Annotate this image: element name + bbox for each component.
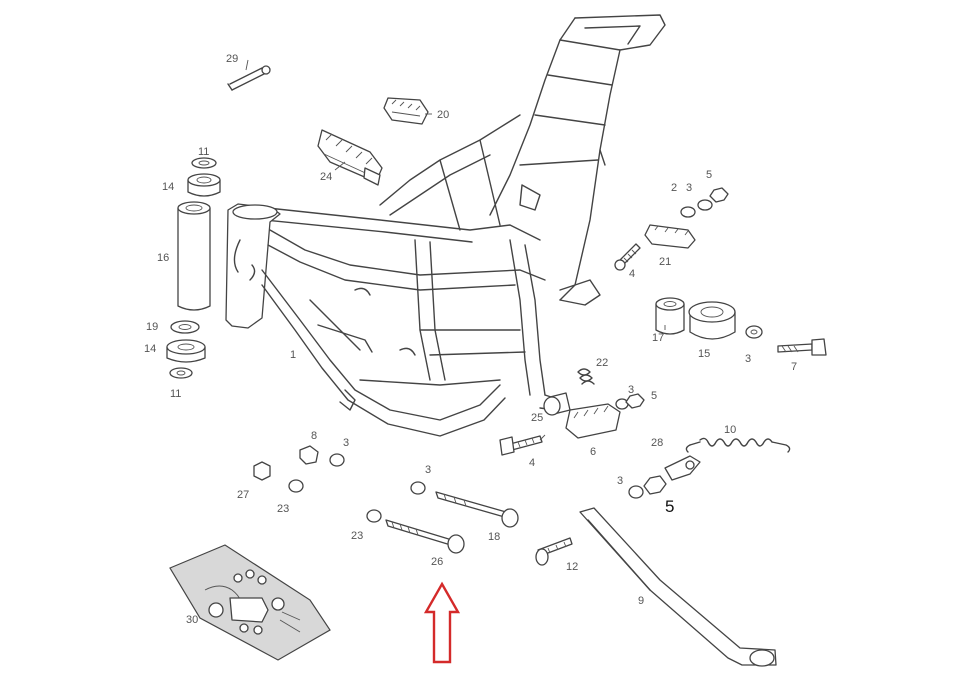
label-part-6: 6 [590,446,596,458]
label-part-5-a: 5 [706,169,712,181]
part-labels: 29 20 24 11 14 16 19 14 11 1 2 3 5 21 4 … [144,53,797,626]
side-stand [579,507,777,667]
label-part-2: 2 [671,182,677,194]
label-part-19: 19 [146,321,158,333]
label-part-26: 26 [431,556,443,568]
label-part-3-e: 3 [343,437,349,449]
label-part-5-c: 5 [665,497,674,516]
label-part-10: 10 [724,424,736,436]
label-part-1: 1 [290,349,296,361]
bolt-kit-inset [169,544,331,661]
label-part-16: 16 [157,252,169,264]
label-part-18: 18 [488,531,500,543]
label-part-23-b: 23 [351,530,363,542]
label-part-7: 7 [791,361,797,373]
label-part-12: 12 [566,561,578,573]
stand-spring [628,437,791,499]
footpeg-upper [383,97,429,125]
label-part-24: 24 [320,171,332,183]
bolts [253,445,573,566]
label-part-14-bottom: 14 [144,343,156,355]
label-part-3-a: 3 [686,182,692,194]
label-part-22: 22 [596,357,608,369]
label-part-30: 30 [186,614,198,626]
right-footpeg-assembly [614,187,729,271]
highlight-arrow-icon [423,581,461,664]
label-part-5-b: 5 [651,390,657,402]
center-peg-assembly [499,368,645,456]
label-part-11-top: 11 [198,146,209,158]
label-part-25: 25 [531,412,543,424]
label-part-27: 27 [237,489,249,501]
frame [225,14,666,437]
label-part-8: 8 [311,430,317,442]
footpeg-large [317,129,383,186]
label-part-4-b: 4 [529,457,535,469]
label-part-3-f: 3 [425,464,431,476]
swingarm-spacers [655,297,827,356]
label-part-3-b: 3 [745,353,751,365]
label-part-15: 15 [698,348,710,360]
label-part-9: 9 [638,595,644,607]
label-part-29: 29 [226,53,238,65]
label-part-28: 28 [651,437,663,449]
label-part-4-a: 4 [629,268,635,280]
label-part-11-bottom: 11 [170,388,181,400]
label-part-3-d: 3 [617,475,623,487]
label-part-23-a: 23 [277,503,289,515]
key-tool [227,65,271,91]
label-part-17: 17 [652,332,664,344]
label-part-3-c: 3 [628,384,634,396]
label-part-21: 21 [659,256,671,268]
steering-parts [166,157,221,379]
label-part-14-top: 14 [162,181,174,193]
leader-lines [245,59,666,441]
label-part-20: 20 [437,109,449,121]
